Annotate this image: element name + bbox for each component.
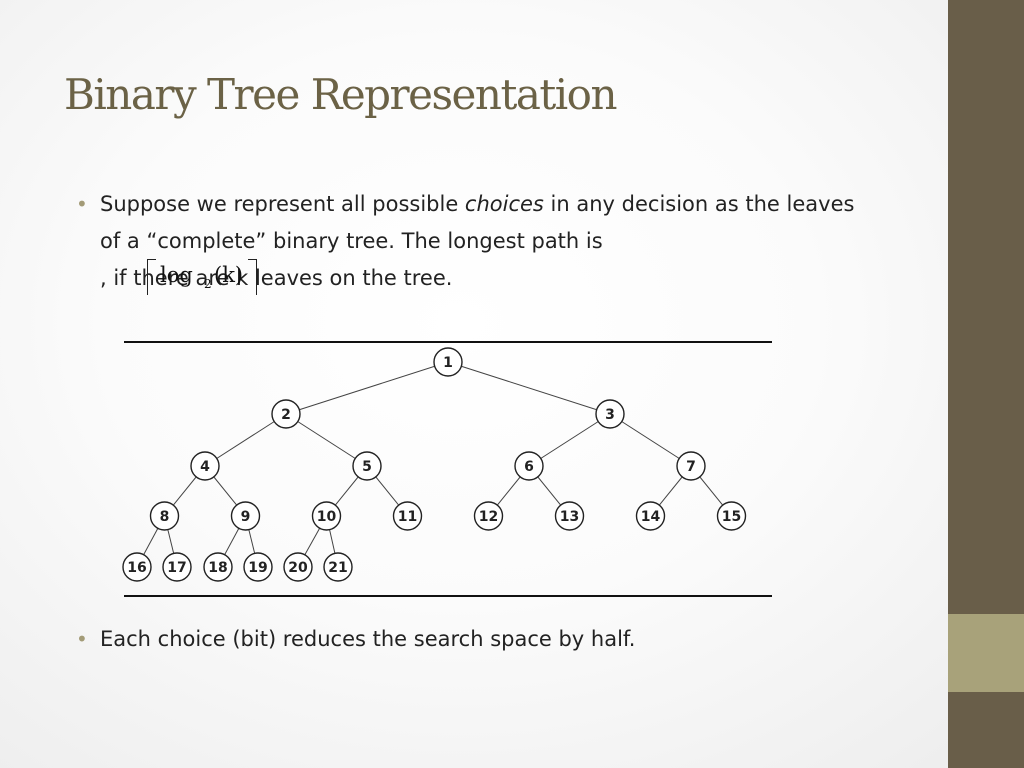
tree-node-5: 5 [352,451,382,481]
formula-arg: (k) [214,263,244,287]
tree-node-circle [473,501,504,531]
tree-node-label: 2 [281,407,291,423]
tree-node-14: 14 [635,501,666,531]
tree-node-label: 18 [208,560,227,576]
formula-log: log [160,263,193,287]
tree-node-label: 9 [241,509,251,525]
tree-node-circle [311,501,342,531]
tree-node-circle [716,501,747,531]
tree-edge-3-6 [528,413,611,467]
tree-node-20: 20 [283,552,313,582]
tree-node-3: 3 [595,399,625,429]
tree-node-label: 21 [328,560,347,576]
tree-node-label: 1 [443,355,453,371]
tree-node-circle [433,347,463,377]
tree-node-circle [271,399,301,429]
bullet-1: • Suppose we represent all possible choi… [76,186,870,297]
tree-node-10: 10 [311,501,342,531]
tree-node-circle [203,552,233,582]
tree-node-label: 5 [362,459,372,475]
tree-node-circle [595,399,625,429]
tree-edge-2-5 [285,413,368,467]
tree-node-label: 8 [160,509,170,525]
tree-node-11: 11 [392,501,423,531]
tree-node-label: 7 [686,459,696,475]
tree-node-7: 7 [676,451,706,481]
tree-node-circle [190,451,220,481]
tree-node-4: 4 [190,451,220,481]
tree-node-15: 15 [716,501,747,531]
ceiling-log-formula: log 2 (k) [147,259,257,295]
bullet-1-text-c: , if there are k leaves on the tree. [100,266,453,290]
tree-node-label: 3 [605,407,615,423]
tree-node-circle [514,451,544,481]
tree-node-circle [352,451,382,481]
tree-node-label: 13 [560,509,579,525]
tree-node-label: 17 [167,560,186,576]
tree-node-label: 10 [317,509,337,525]
tree-node-circle [554,501,585,531]
slide: Binary Tree Representation • Suppose we … [64,70,870,658]
tree-node-18: 18 [203,552,233,582]
tree-node-label: 4 [200,459,210,475]
tree-node-16: 16 [122,552,152,582]
tree-node-label: 16 [127,560,146,576]
bullet-dot-icon: • [76,192,88,216]
tree-node-label: 11 [398,509,417,525]
bullet-1-text-b: in any decision as the leaves of a “comp… [100,192,855,253]
bullet-1-text-a: Suppose we represent all possible [100,192,465,216]
tree-node-2: 2 [271,399,301,429]
bullet-dot-icon: • [76,627,88,651]
ceiling-right-cap [248,259,256,260]
tree-node-circle [676,451,706,481]
tree-node-1: 1 [433,347,463,377]
tree-node-label: 15 [722,509,741,525]
tree-node-6: 6 [514,451,544,481]
tree-node-13: 13 [554,501,585,531]
bullet-2-text: Each choice (bit) reduces the search spa… [100,627,636,651]
tree-node-circle [243,552,273,582]
tree-edge-1-3 [447,361,611,415]
tree-node-circle [122,552,152,582]
tree-node-label: 19 [248,560,267,576]
tree-node-circle [149,501,180,531]
slide-title: Binary Tree Representation [64,70,618,119]
tree-edge-2-4 [204,413,287,467]
tree-node-circle [323,552,353,582]
tree-edges [136,361,732,568]
tree-node-9: 9 [230,501,261,531]
tree-node-label: 6 [524,459,534,475]
tree-node-label: 14 [641,509,661,525]
tree-node-circle [635,501,666,531]
tree-node-label: 12 [479,509,498,525]
ceiling-left-cap [148,259,156,260]
bullet-2: • Each choice (bit) reduces the search s… [76,621,870,658]
tree-node-12: 12 [473,501,504,531]
tree-edge-3-7 [609,413,692,467]
tree-node-19: 19 [243,552,273,582]
tree-node-17: 17 [162,552,192,582]
decorative-side-accent [948,614,1024,692]
tree-node-8: 8 [149,501,180,531]
tree-node-label: 20 [288,560,308,576]
formula-base: 2 [204,277,212,291]
tree-node-circle [283,552,313,582]
tree-edge-1-2 [285,361,449,415]
tree-node-circle [162,552,192,582]
tree-node-circle [392,501,423,531]
bullet-1-emphasis: choices [464,192,544,216]
tree-node-21: 21 [323,552,353,582]
tree-node-circle [230,501,261,531]
